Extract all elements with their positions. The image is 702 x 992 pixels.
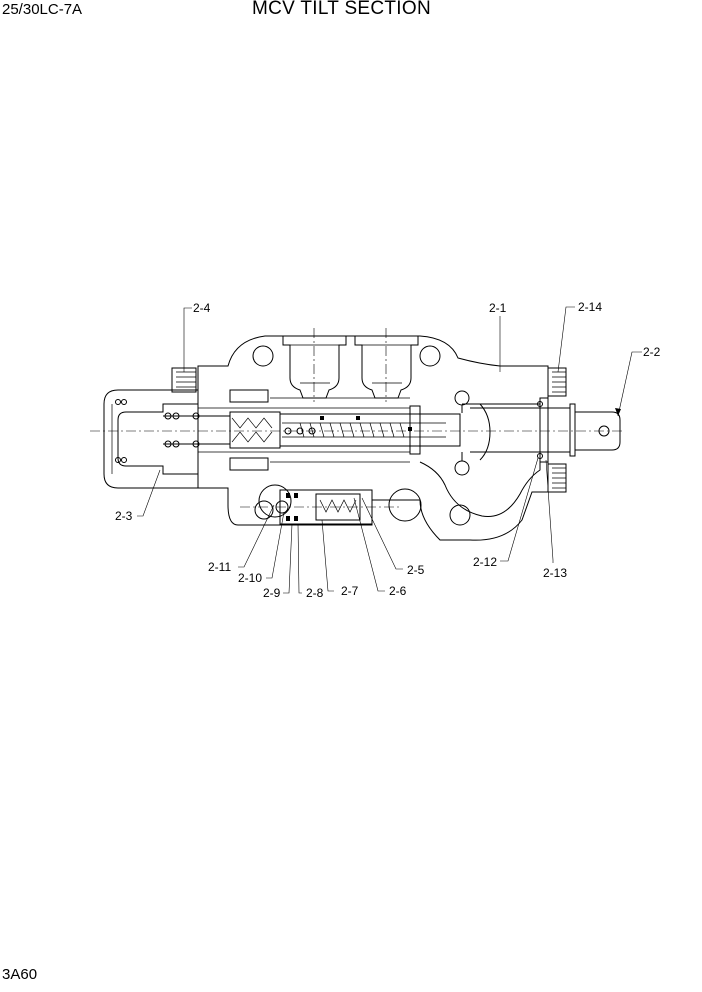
page-code: 3A60 <box>2 966 38 983</box>
callout-2-11: 2-11 <box>208 560 231 574</box>
callout-2-3: 2-3 <box>115 509 133 523</box>
callout-2-2: 2-2 <box>643 345 661 359</box>
page-title: MCV TILT SECTION <box>252 0 431 19</box>
model-label: 25/30LC-7A <box>2 1 83 18</box>
left-cap <box>103 389 199 489</box>
callout-labels: 2-4 2-1 2-14 2-2 2-3 2-11 2-10 2-9 2-8 2… <box>115 300 661 600</box>
plug-right <box>547 367 567 493</box>
leader-lines <box>137 306 642 594</box>
callout-2-14: 2-14 <box>578 300 602 314</box>
callout-2-10: 2-10 <box>238 571 262 585</box>
callout-2-6: 2-6 <box>389 584 407 598</box>
callout-2-4: 2-4 <box>193 301 211 315</box>
callout-2-13: 2-13 <box>543 566 567 580</box>
callout-2-8: 2-8 <box>306 586 324 600</box>
callout-2-12: 2-12 <box>473 555 497 569</box>
callout-2-9: 2-9 <box>263 586 281 600</box>
callout-2-7: 2-7 <box>341 584 359 598</box>
valve-body <box>197 335 549 541</box>
spring-chamber <box>163 411 281 449</box>
spool <box>198 389 461 471</box>
callout-2-5: 2-5 <box>407 563 425 577</box>
spool-rod <box>470 397 621 463</box>
callout-2-1: 2-1 <box>489 301 507 315</box>
